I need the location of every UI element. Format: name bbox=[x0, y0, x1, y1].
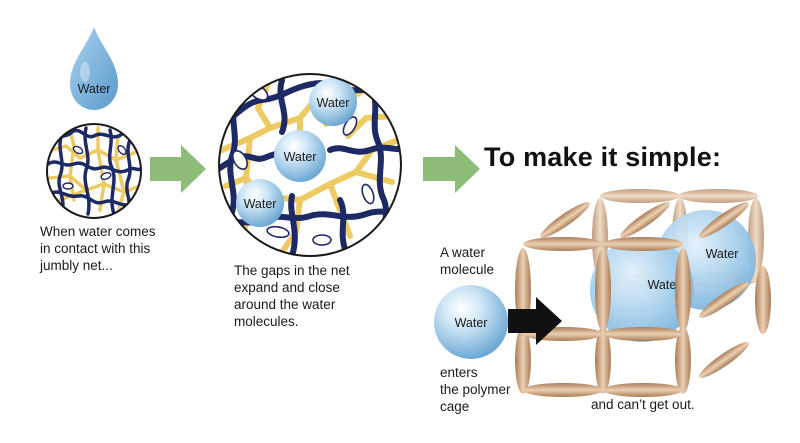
water-label: Water bbox=[706, 247, 739, 261]
water-molecule: Water bbox=[236, 179, 284, 227]
water-drop bbox=[70, 27, 118, 110]
small-net-circle bbox=[46, 123, 142, 219]
water-label: Water bbox=[317, 96, 350, 110]
water-label: Water bbox=[284, 150, 317, 164]
large-net-caption: The gaps in the net expand and close aro… bbox=[234, 263, 350, 329]
molecule-caption: A water molecule bbox=[440, 245, 495, 277]
water-molecule: Water bbox=[309, 78, 357, 126]
arrow-right-icon bbox=[150, 145, 206, 193]
water-label: Water bbox=[455, 316, 488, 330]
water-label: Water bbox=[78, 82, 111, 96]
water-molecule: Water bbox=[274, 130, 326, 182]
heading: To make it simple: bbox=[484, 142, 722, 172]
enters-cage-caption: enters the polymer cage bbox=[440, 365, 511, 414]
caged-water-molecule bbox=[590, 238, 694, 342]
end-caption: and can’t get out. bbox=[591, 397, 695, 412]
small-net-caption: When water comes in contact with this ju… bbox=[40, 224, 156, 273]
arrow-right-icon bbox=[508, 297, 562, 345]
water-molecule: Water bbox=[434, 285, 508, 359]
water-label: Water bbox=[244, 197, 277, 211]
polymer-cage: Water Water bbox=[515, 189, 771, 397]
water-label: Water bbox=[648, 278, 681, 292]
large-net-circle: Water Water Water bbox=[218, 73, 402, 257]
arrow-right-icon bbox=[423, 145, 480, 193]
